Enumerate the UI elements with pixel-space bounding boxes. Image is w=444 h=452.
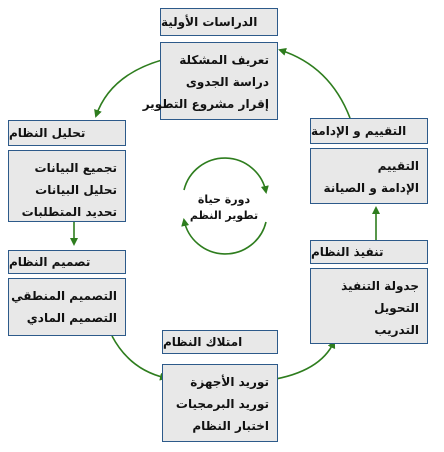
arrow-acquisition-to-implementation bbox=[269, 340, 336, 381]
center-cycle-arc-bottom bbox=[181, 218, 267, 255]
stage-acquisition-item: توريد البرمجيات bbox=[175, 397, 269, 411]
stage-implementation-item: جدولة التنفيذ bbox=[341, 279, 419, 293]
stage-evaluation-body: التقييم الإدامة و الصيانة bbox=[310, 148, 428, 204]
stage-evaluation-title: التقييم و الإدامة bbox=[310, 118, 428, 144]
stage-analysis-item: تجميع البيانات bbox=[34, 161, 117, 175]
stage-preliminary-body: تعريف المشكلة دراسة الجدوى إقرار مشروع ا… bbox=[142, 42, 278, 120]
stage-evaluation-item: التقييم bbox=[377, 159, 419, 173]
center-label: دورة حياة تطوير النظم bbox=[176, 192, 272, 224]
stage-acquisition: امتلاك النظام توريد الأجهزة توريد البرمج… bbox=[162, 330, 278, 442]
center-label-line2: تطوير النظم bbox=[189, 209, 259, 222]
stage-acquisition-item: توريد الأجهزة bbox=[190, 375, 269, 389]
stage-evaluation: التقييم و الإدامة التقييم الإدامة و الصي… bbox=[310, 118, 428, 204]
stage-preliminary-item: دراسة الجدوى bbox=[185, 75, 269, 89]
stage-design-item: التصميم المادي bbox=[26, 311, 117, 325]
stage-acquisition-title: امتلاك النظام bbox=[162, 330, 278, 354]
stage-design: تصميم النظام التصميم المنطقي التصميم الم… bbox=[8, 250, 126, 336]
stage-preliminary-title: الدراسات الأولية bbox=[160, 8, 278, 36]
center-label-line1: دورة حياة bbox=[197, 193, 251, 206]
stage-design-item: التصميم المنطقي bbox=[11, 289, 117, 303]
stage-analysis: تحليل النظام تجميع البيانات تحليل البيان… bbox=[8, 120, 126, 222]
stage-design-body: التصميم المنطقي التصميم المادي bbox=[8, 278, 126, 336]
stage-design-title: تصميم النظام bbox=[8, 250, 126, 274]
stage-acquisition-body: توريد الأجهزة توريد البرمجيات اختبار الن… bbox=[162, 364, 278, 442]
stage-preliminary-item: تعريف المشكلة bbox=[179, 53, 269, 67]
stage-implementation-body: جدولة التنفيذ التحويل التدريب bbox=[310, 268, 428, 344]
stage-implementation-item: التدريب bbox=[374, 323, 419, 337]
stage-preliminary-item: إقرار مشروع التطوير bbox=[142, 97, 269, 111]
stage-preliminary: الدراسات الأولية تعريف المشكلة دراسة الج… bbox=[142, 8, 278, 120]
stage-implementation: تنفيذ النظام جدولة التنفيذ التحويل التدر… bbox=[310, 240, 428, 344]
stage-acquisition-item: اختبار النظام bbox=[192, 419, 269, 433]
stage-implementation-title: تنفيذ النظام bbox=[310, 240, 428, 264]
stage-analysis-body: تجميع البيانات تحليل البيانات تحديد المت… bbox=[8, 150, 126, 222]
stage-analysis-item: تحليل البيانات bbox=[35, 183, 117, 197]
stage-analysis-item: تحديد المتطلبات bbox=[21, 205, 117, 219]
arrow-evaluation-to-preliminary bbox=[278, 48, 351, 119]
center-cycle-arc-top bbox=[183, 157, 269, 194]
stage-analysis-title: تحليل النظام bbox=[8, 120, 126, 146]
arrow-preliminary-to-analysis bbox=[94, 59, 163, 118]
stage-implementation-item: التحويل bbox=[374, 301, 419, 315]
stage-evaluation-item: الإدامة و الصيانة bbox=[323, 181, 419, 195]
arrow-design-to-acquisition bbox=[111, 335, 168, 381]
